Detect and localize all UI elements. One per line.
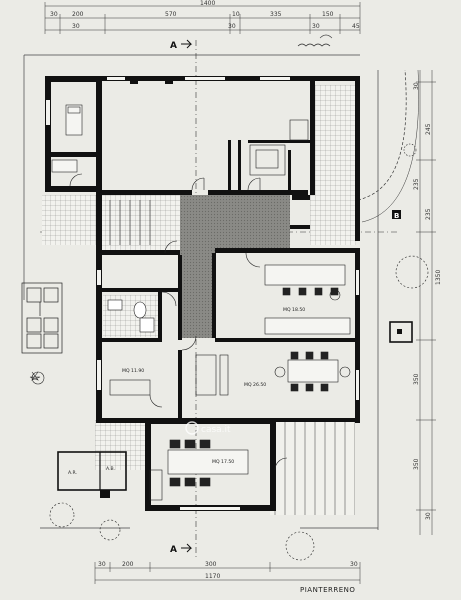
- dim-right-2: 245: [425, 123, 432, 135]
- terrace-bottom-left: [95, 420, 145, 470]
- room-label-kitchen: MQ 18.50: [283, 307, 305, 313]
- dim-right-8: 30: [425, 512, 432, 520]
- room-label-studio: MQ 17.50: [212, 459, 234, 465]
- terrace-left: [42, 195, 97, 245]
- dim-right-6: 350: [413, 373, 420, 385]
- window-openings: [46, 77, 359, 510]
- dim-top-4: 10: [232, 11, 240, 18]
- dim-top-1: 30: [50, 11, 58, 18]
- central-hall: [180, 195, 290, 338]
- dim-bottom-3: 300: [205, 561, 217, 568]
- right-utility-box: [389, 321, 413, 343]
- section-mark-a-bottom: A: [170, 545, 177, 555]
- wc-block: [57, 451, 127, 498]
- terrace-right: [310, 85, 356, 245]
- bottom-dimension-lines: [94, 562, 361, 584]
- section-mark-b: B: [394, 212, 399, 220]
- section-mark-a-top: A: [170, 41, 177, 51]
- door-swings: [69, 173, 288, 471]
- watermark-text: casa.it: [201, 425, 231, 435]
- wc-label-1: A.R.: [68, 470, 77, 476]
- dim-right-4: 235: [425, 208, 432, 220]
- dim-top-2: 200: [72, 11, 84, 18]
- garden-path-curve: [357, 69, 407, 201]
- plant-symbols: [29, 143, 429, 561]
- site-boundary: [23, 54, 379, 530]
- dim-top-3: 570: [165, 11, 177, 18]
- room-label-bedroom: MQ 11.90: [122, 368, 144, 374]
- hedge-symbol: [297, 43, 331, 47]
- dim-right-1: 30: [413, 82, 420, 90]
- dim-top-5: 335: [270, 11, 282, 18]
- right-dimension-lines: [416, 70, 436, 535]
- dim-bottom-2: 200: [122, 561, 134, 568]
- dim-bottom-4: 30: [350, 561, 358, 568]
- room-label-living: MQ 26.50: [244, 382, 266, 388]
- dim-top-7: 30: [72, 23, 80, 30]
- dim-total-width: 1400: [200, 0, 215, 7]
- dim-bottom-1: 30: [98, 561, 106, 568]
- dim-right-5: 1350: [435, 270, 442, 285]
- dim-right-3: 235: [413, 178, 420, 190]
- casa-it-watermark: casa.it: [185, 421, 231, 435]
- furniture: [51, 104, 351, 501]
- top-dimension-lines: [44, 2, 361, 34]
- left-utility-blocks: [21, 282, 63, 354]
- pergola: [270, 420, 355, 515]
- wc-label-2: A.B.: [106, 466, 115, 472]
- dim-top-6: 150: [322, 11, 334, 18]
- dim-bottom-total: 1170: [205, 573, 220, 580]
- dim-top-10: 45: [352, 23, 360, 30]
- section-mark-b-box: [392, 210, 401, 219]
- dim-top-8: 30: [228, 23, 236, 30]
- drawing-title: PIANTERRENO: [300, 586, 355, 594]
- dim-top-9: 30: [312, 23, 320, 30]
- dim-right-7: 350: [413, 458, 420, 470]
